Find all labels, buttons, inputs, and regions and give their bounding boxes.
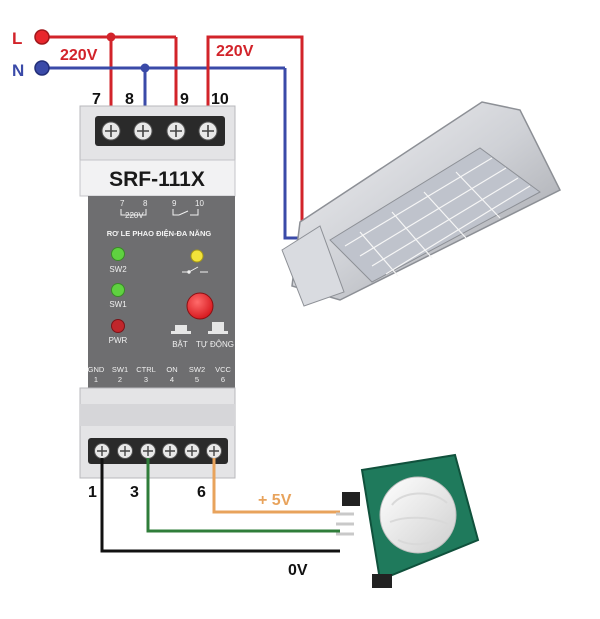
neutral-junction <box>140 63 150 73</box>
io-label-sw1: SW1 <box>112 365 128 374</box>
io-num-1: 1 <box>94 375 98 384</box>
auto-button[interactable] <box>208 322 228 334</box>
io-labels: GND SW1 CTRL ON SW2 VCC 1 2 3 4 5 6 <box>88 365 232 384</box>
voltage-label-right: 220V <box>216 43 254 60</box>
terminal-number-10: 10 <box>211 91 229 108</box>
vcc-wire <box>212 458 340 514</box>
live-label: L <box>12 29 22 48</box>
live-junction <box>106 32 116 42</box>
street-lamp <box>281 101 562 307</box>
pwr-led <box>111 319 125 333</box>
lamp-mount <box>281 225 345 307</box>
vcc-label: + 5V <box>258 492 292 509</box>
model-band <box>79 159 236 197</box>
io-num-6: 6 <box>221 375 225 384</box>
io-label-sw2: SW2 <box>189 365 205 374</box>
terminal-number-3: 3 <box>130 484 139 501</box>
io-label-gnd: GND <box>88 365 105 374</box>
relay-led <box>190 249 204 263</box>
panel-terminal-7: 7 <box>120 199 125 208</box>
reset-button[interactable] <box>186 292 214 320</box>
terminal-number-8: 8 <box>125 91 134 108</box>
pir-dome <box>379 476 457 554</box>
neutral-terminal-dot <box>34 60 50 76</box>
voltage-label-left: 220V <box>60 47 98 64</box>
sw1-led <box>111 283 125 297</box>
panel-switch-symbol <box>172 209 199 216</box>
neutral-label: N <box>12 61 24 80</box>
terminal-number-7: 7 <box>92 91 101 108</box>
relay-switch-symbol <box>182 266 208 274</box>
led-grid <box>344 157 531 277</box>
housing-rail <box>80 404 235 426</box>
live-terminal-dot <box>34 29 50 45</box>
terminal-number-9: 9 <box>180 91 189 108</box>
top-screws <box>101 121 218 141</box>
model-name: SRF-111X <box>109 168 205 191</box>
io-num-4: 4 <box>170 375 174 384</box>
io-num-5: 5 <box>195 375 199 384</box>
ground-label: 0V <box>288 562 308 579</box>
io-num-3: 3 <box>144 375 148 384</box>
lamp-feed-wire <box>206 35 304 222</box>
pwr-led-label: PWR <box>109 336 128 345</box>
mains-wiring <box>42 35 304 240</box>
signal-wire <box>146 458 340 533</box>
neutral-wire-to-lamp <box>283 68 299 240</box>
ground-wire <box>100 458 340 553</box>
terminal-number-1: 1 <box>88 484 97 501</box>
auto-button-label: TỰ ĐỘNG <box>196 340 234 349</box>
io-label-on: ON <box>166 365 177 374</box>
sw2-led-label: SW2 <box>109 265 127 274</box>
panel-bracket-220v <box>120 209 147 216</box>
panel-terminal-9: 9 <box>172 199 177 208</box>
on-button[interactable] <box>171 325 191 334</box>
lamp-led-array <box>329 147 541 283</box>
terminal-number-6: 6 <box>197 484 206 501</box>
pir-sensor <box>336 453 480 588</box>
panel-terminal-10: 10 <box>195 199 204 208</box>
on-button-label: BẬT <box>172 340 188 349</box>
panel-voltage: 220V <box>125 211 144 220</box>
io-num-2: 2 <box>118 375 122 384</box>
sw1-led-label: SW1 <box>109 300 127 309</box>
top-terminal-block <box>95 116 225 146</box>
panel-title: RƠ LE PHAO ĐIỆN-ĐA NĂNG <box>107 229 212 238</box>
io-label-vcc: VCC <box>215 365 231 374</box>
relay-module: SRF-111X 7 8 9 10 220V RƠ LE PHAO ĐIỆN-Đ… <box>79 105 236 479</box>
sensor-wiring <box>100 458 340 553</box>
front-panel <box>88 196 235 388</box>
sw2-led <box>111 247 125 261</box>
panel-terminal-8: 8 <box>143 199 148 208</box>
io-label-ctrl: CTRL <box>136 365 156 374</box>
